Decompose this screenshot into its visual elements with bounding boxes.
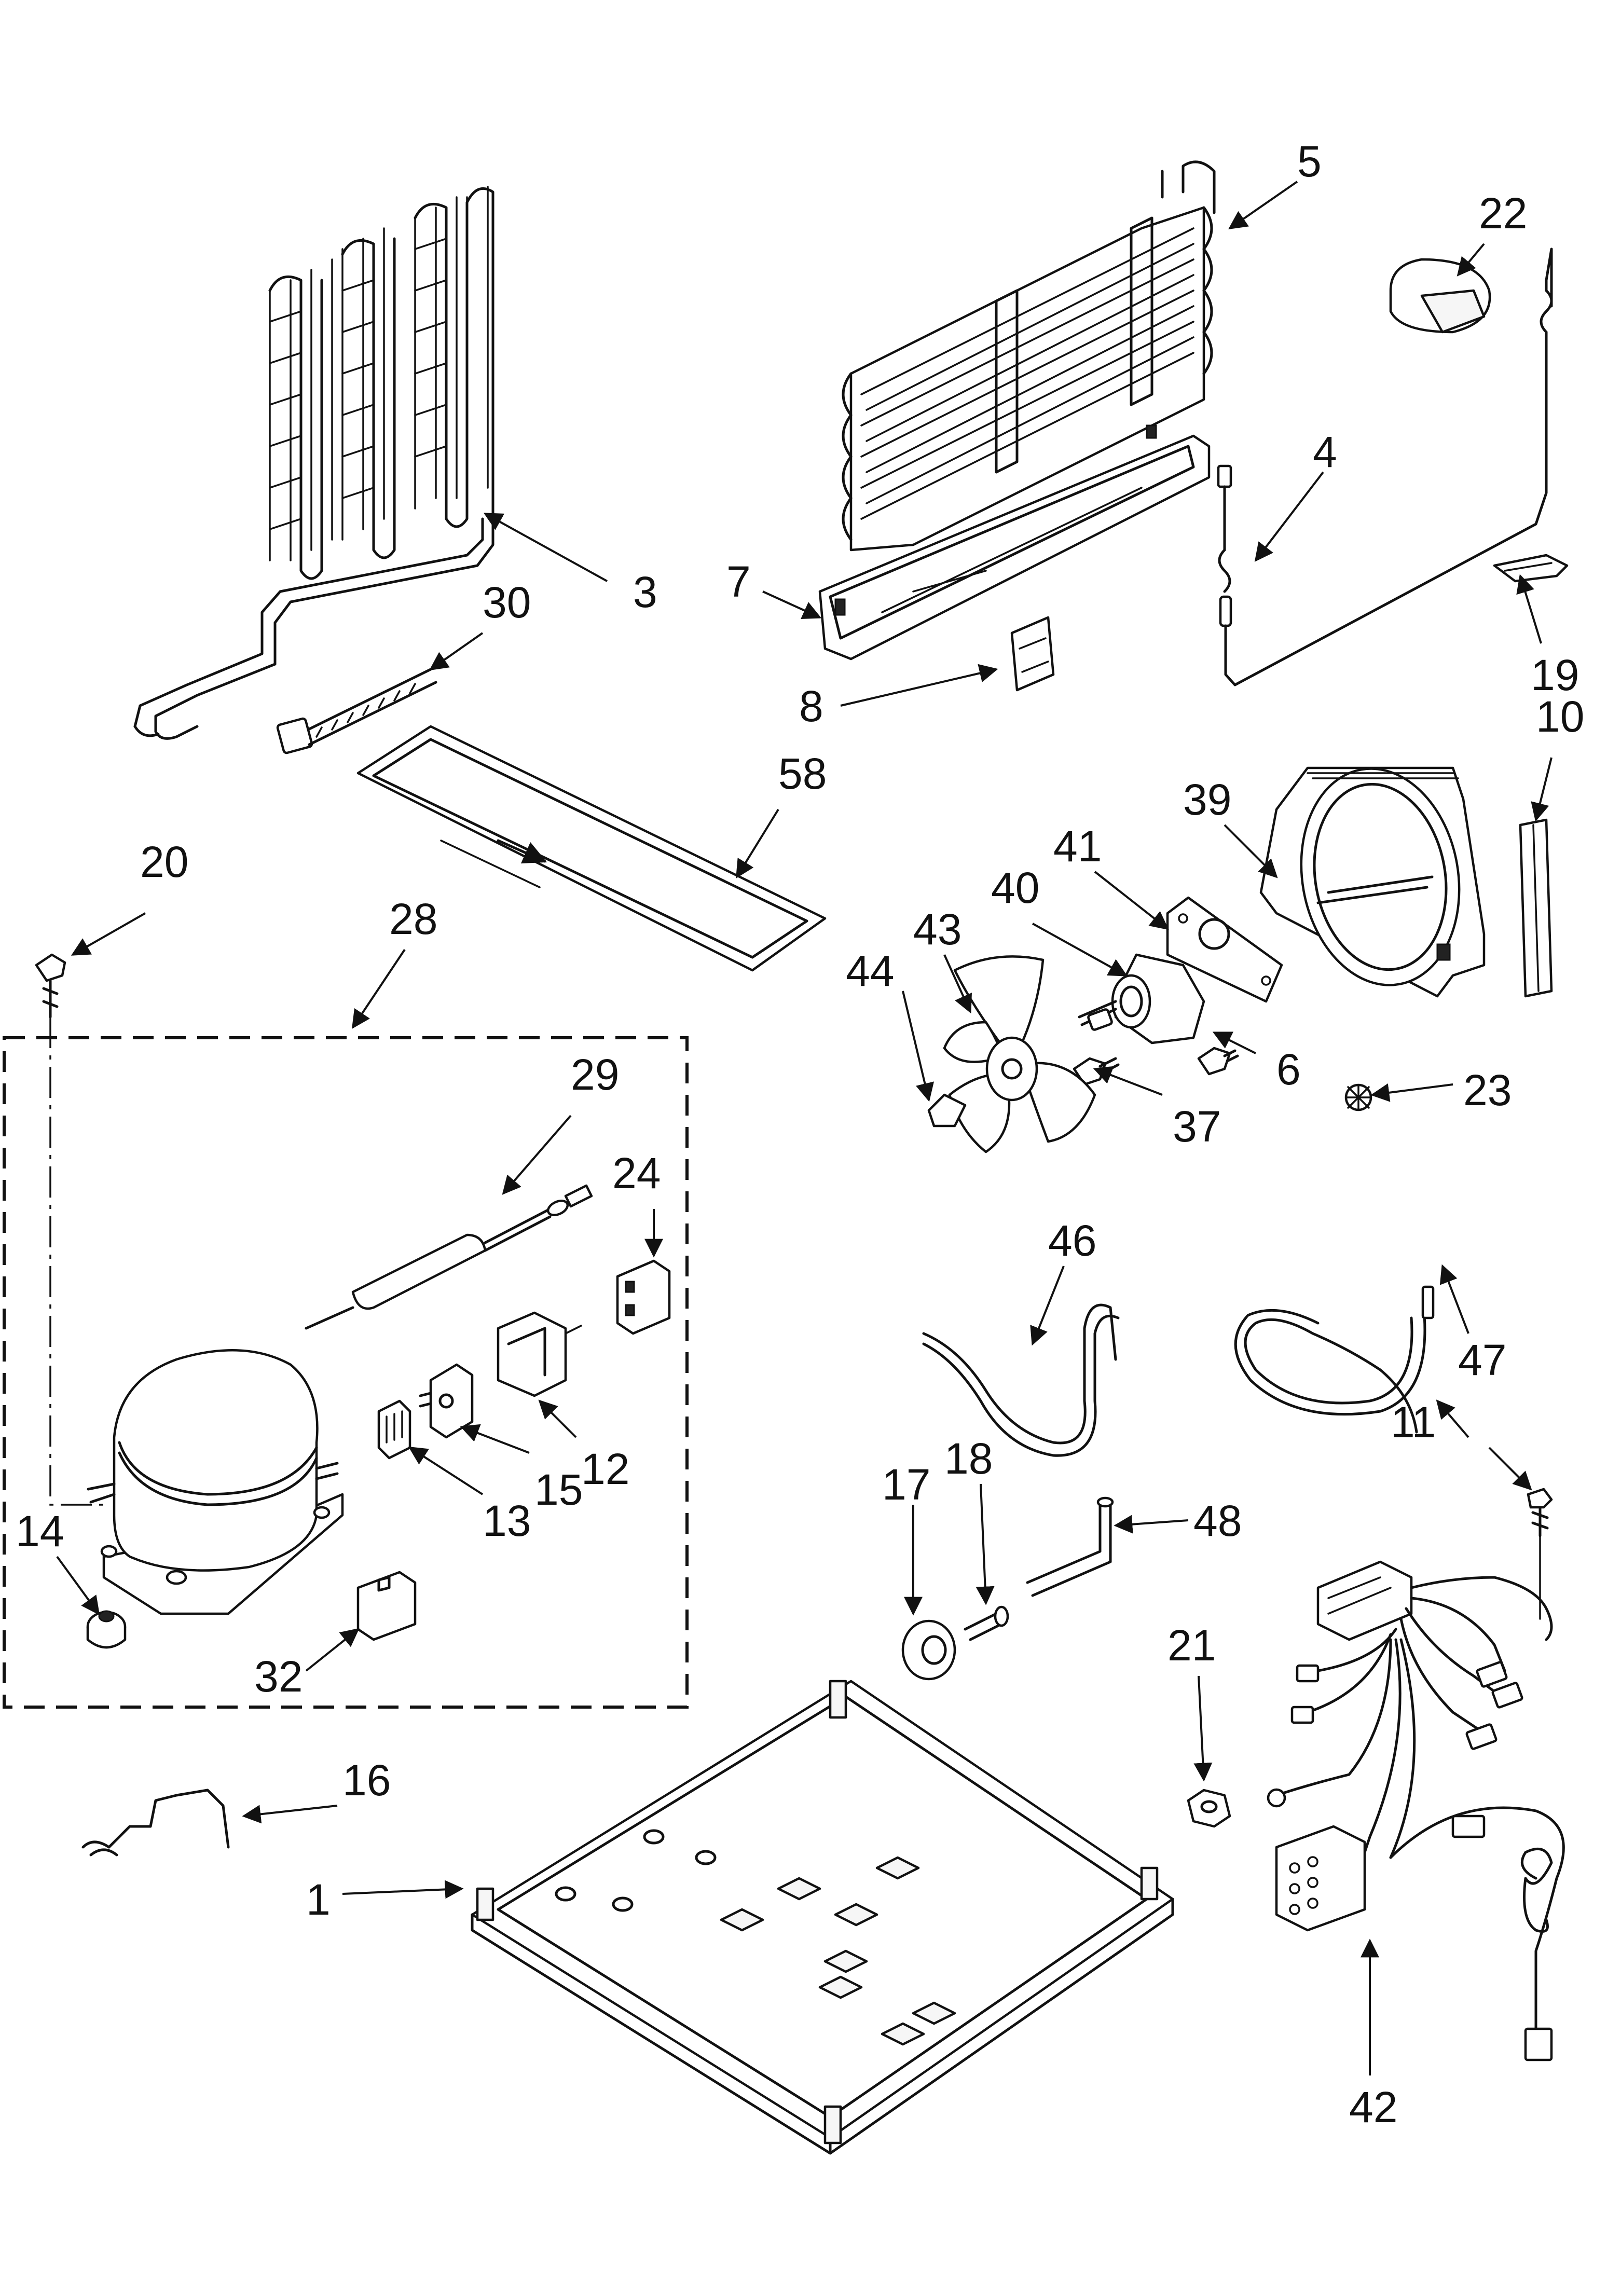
callout-22: 22 xyxy=(1479,189,1527,238)
callout-41: 41 xyxy=(1053,822,1102,871)
callout-1: 1 xyxy=(306,1875,331,1924)
callout-37: 37 xyxy=(1173,1102,1221,1151)
cap-part xyxy=(1389,258,1491,334)
callout-46: 46 xyxy=(1048,1216,1096,1265)
retainer-part xyxy=(927,1093,967,1128)
overload-part xyxy=(497,1311,582,1397)
callout-30: 30 xyxy=(483,578,531,627)
callout-23: 23 xyxy=(1463,1066,1512,1115)
callout-40: 40 xyxy=(991,863,1039,912)
screw-6-part xyxy=(1197,1047,1239,1076)
callout-32: 32 xyxy=(254,1652,303,1701)
callout-58: 58 xyxy=(778,749,827,798)
leader-lines xyxy=(56,181,1553,2075)
tube-48-part xyxy=(1026,1496,1114,1597)
callout-13: 13 xyxy=(483,1496,531,1545)
grommet-part xyxy=(1344,1083,1372,1111)
screw-20-path xyxy=(49,1017,109,1506)
callout-labels: 3 30 5 22 7 8 4 19 10 58 39 41 40 43 44 … xyxy=(16,137,1584,2132)
capacitor-part xyxy=(356,1571,417,1641)
clip-part xyxy=(1010,616,1055,692)
callout-17: 17 xyxy=(882,1460,930,1509)
compressor-part xyxy=(87,1349,344,1615)
compressor-grommet-part xyxy=(86,1610,127,1649)
mounting-plate-part xyxy=(1166,896,1283,1003)
callout-10: 10 xyxy=(1536,692,1584,741)
fan-shroud-part xyxy=(1259,766,1486,998)
callout-14: 14 xyxy=(16,1507,64,1556)
screw-11-part xyxy=(1527,1488,1553,1620)
callout-21: 21 xyxy=(1167,1621,1216,1670)
filter-drier-part xyxy=(305,1184,593,1330)
base-frame-part xyxy=(471,1680,1174,2155)
terminal-cover-part xyxy=(377,1399,411,1460)
wheel-part xyxy=(901,1619,956,1681)
callout-44: 44 xyxy=(846,946,894,995)
drain-trough-part xyxy=(818,424,1211,661)
cable-tie-part xyxy=(276,668,437,754)
clip-small-part xyxy=(1493,554,1569,583)
compressor-assembly-boundary xyxy=(3,1036,689,1709)
callout-19: 19 xyxy=(1531,651,1579,699)
callout-11: 11 xyxy=(1391,1398,1436,1447)
tube-47-part xyxy=(1234,1285,1435,1434)
callout-42: 42 xyxy=(1349,2083,1397,2132)
callout-16: 16 xyxy=(342,1756,391,1805)
pin-part xyxy=(964,1605,1009,1641)
callout-7: 7 xyxy=(726,557,751,606)
callout-18: 18 xyxy=(944,1434,993,1483)
relay-connector-part xyxy=(616,1259,671,1335)
callout-47: 47 xyxy=(1458,1336,1506,1384)
callout-28: 28 xyxy=(389,895,437,943)
callout-5: 5 xyxy=(1297,137,1322,186)
callout-15: 15 xyxy=(534,1465,583,1514)
evaporator-coil-part xyxy=(842,160,1216,552)
nut-part xyxy=(1187,1789,1231,1828)
callout-43: 43 xyxy=(913,905,961,954)
gasket-strip-part xyxy=(1519,818,1553,998)
condenser-coil-part xyxy=(133,186,494,740)
thermistor-wire-part xyxy=(1217,248,1553,686)
wire-harness-part xyxy=(1267,1560,1565,2061)
fan-blade-part xyxy=(943,955,1096,1153)
callout-12: 12 xyxy=(581,1445,629,1493)
wire-spring-part xyxy=(81,1789,230,1857)
callout-24: 24 xyxy=(612,1149,661,1198)
callout-3: 3 xyxy=(633,568,657,616)
tube-46-part xyxy=(922,1303,1120,1457)
callout-39: 39 xyxy=(1183,775,1231,824)
callout-29: 29 xyxy=(571,1050,619,1099)
callout-6: 6 xyxy=(1276,1045,1301,1094)
fan-motor-part xyxy=(1078,953,1205,1044)
callout-8: 8 xyxy=(799,682,823,731)
drain-pan-part xyxy=(356,725,827,972)
screw-20-part xyxy=(35,953,66,1019)
callout-4: 4 xyxy=(1313,428,1337,476)
callout-20: 20 xyxy=(140,837,188,886)
start-device-part xyxy=(419,1363,474,1439)
callout-48: 48 xyxy=(1193,1496,1242,1545)
